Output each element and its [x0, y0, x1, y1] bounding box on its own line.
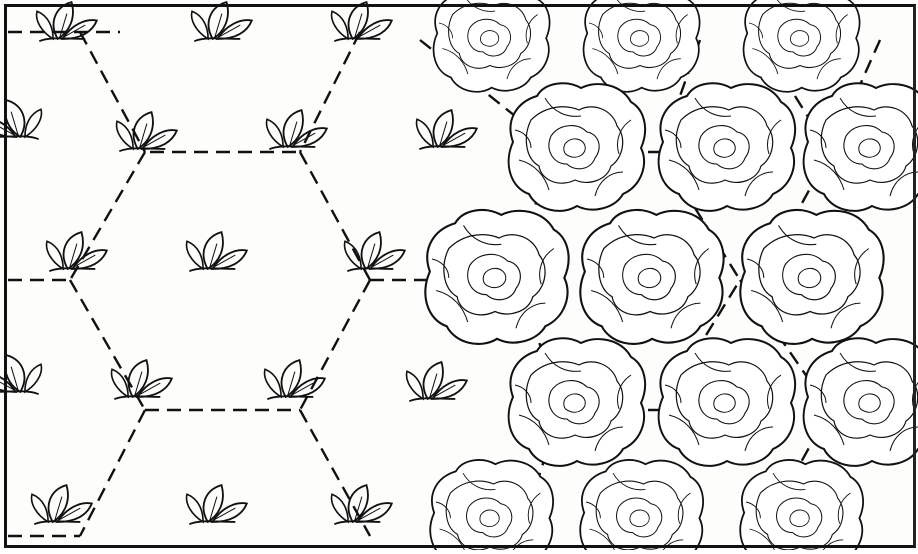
image-border [4, 4, 916, 548]
